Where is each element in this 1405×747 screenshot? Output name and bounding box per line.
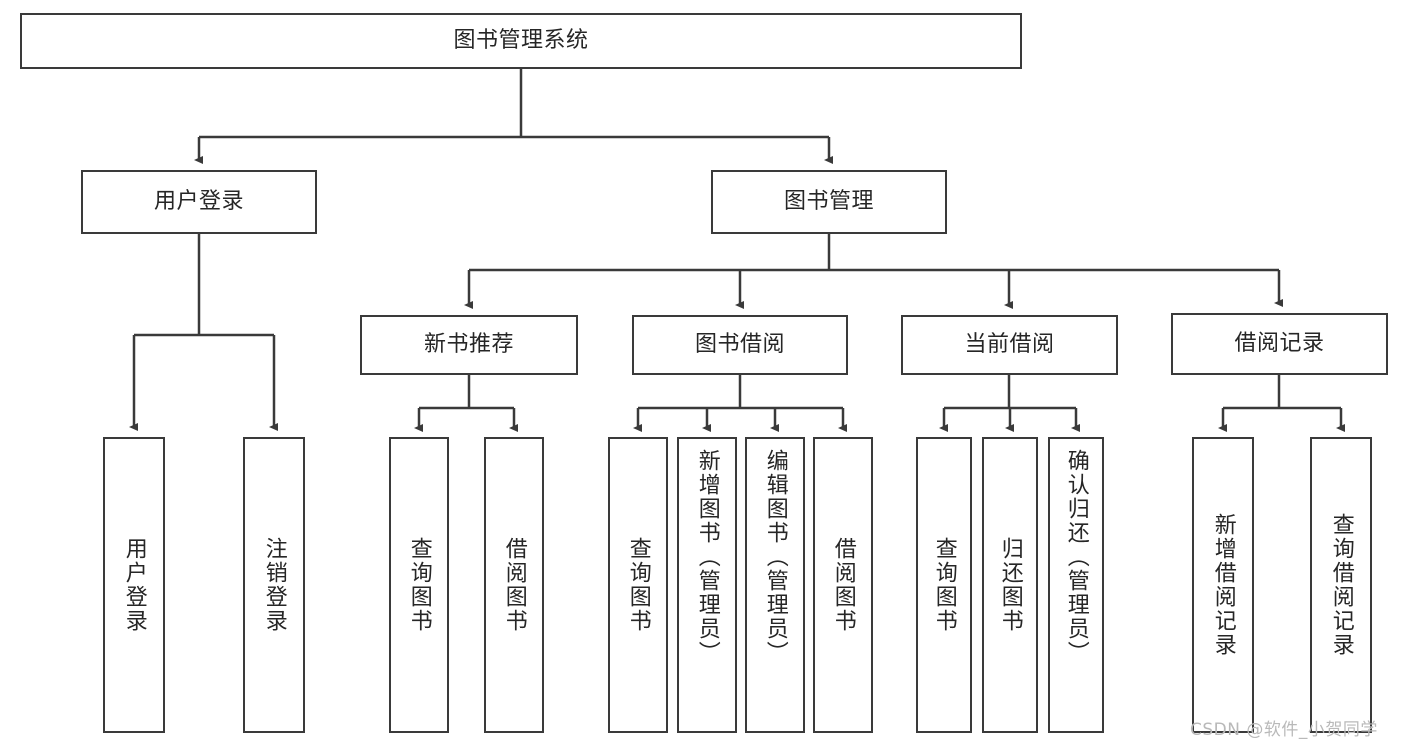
node-leaf-query-borrow-record[interactable]: 查询借阅记录	[1310, 437, 1372, 733]
node-leaf-edit-book-admin[interactable]: 编辑图书（管理员）	[745, 437, 805, 733]
node-book-borrow-label: 图书借阅	[694, 332, 785, 358]
node-book-borrow[interactable]: 图书借阅	[632, 315, 848, 375]
node-borrow-record-label: 借阅记录	[1234, 331, 1325, 357]
node-leaf-query-book-current-label: 查询图书	[931, 537, 957, 633]
node-book-manage-label: 图书管理	[783, 189, 874, 215]
node-leaf-logout[interactable]: 注销登录	[243, 437, 305, 733]
node-new-book-recommend[interactable]: 新书推荐	[360, 315, 578, 375]
node-current-borrow[interactable]: 当前借阅	[901, 315, 1118, 375]
node-user-login[interactable]: 用户登录	[81, 170, 317, 234]
node-new-book-recommend-label: 新书推荐	[423, 332, 514, 358]
node-leaf-add-book-admin-label: 新增图书（管理员）	[694, 449, 720, 665]
node-leaf-query-borrow-record-label: 查询借阅记录	[1328, 513, 1354, 657]
node-leaf-return-book-label: 归还图书	[997, 537, 1023, 633]
node-leaf-borrow-book-recommend-label: 借阅图书	[501, 537, 527, 633]
node-leaf-add-borrow-record-label: 新增借阅记录	[1210, 513, 1236, 657]
node-leaf-borrow-book-label: 借阅图书	[830, 537, 856, 633]
node-leaf-logout-label: 注销登录	[261, 537, 287, 633]
node-leaf-query-book-borrow-label: 查询图书	[625, 537, 651, 633]
node-leaf-user-login-label: 用户登录	[121, 537, 147, 633]
node-root-label: 图书管理系统	[453, 28, 589, 54]
node-leaf-borrow-book[interactable]: 借阅图书	[813, 437, 873, 733]
node-leaf-user-login[interactable]: 用户登录	[103, 437, 165, 733]
node-leaf-query-book-current[interactable]: 查询图书	[916, 437, 972, 733]
node-leaf-query-book-recommend[interactable]: 查询图书	[389, 437, 449, 733]
node-borrow-record[interactable]: 借阅记录	[1171, 313, 1388, 375]
node-leaf-confirm-return-admin[interactable]: 确认归还（管理员）	[1048, 437, 1104, 733]
node-leaf-query-book-recommend-label: 查询图书	[406, 537, 432, 633]
node-leaf-confirm-return-admin-label: 确认归还（管理员）	[1063, 449, 1089, 665]
node-leaf-return-book[interactable]: 归还图书	[982, 437, 1038, 733]
node-current-borrow-label: 当前借阅	[964, 332, 1055, 358]
node-root[interactable]: 图书管理系统	[20, 13, 1022, 69]
node-leaf-borrow-book-recommend[interactable]: 借阅图书	[484, 437, 544, 733]
node-leaf-add-borrow-record[interactable]: 新增借阅记录	[1192, 437, 1254, 733]
node-user-login-label: 用户登录	[153, 189, 244, 215]
node-leaf-add-book-admin[interactable]: 新增图书（管理员）	[677, 437, 737, 733]
node-book-manage[interactable]: 图书管理	[711, 170, 947, 234]
node-leaf-query-book-borrow[interactable]: 查询图书	[608, 437, 668, 733]
node-leaf-edit-book-admin-label: 编辑图书（管理员）	[762, 449, 788, 665]
